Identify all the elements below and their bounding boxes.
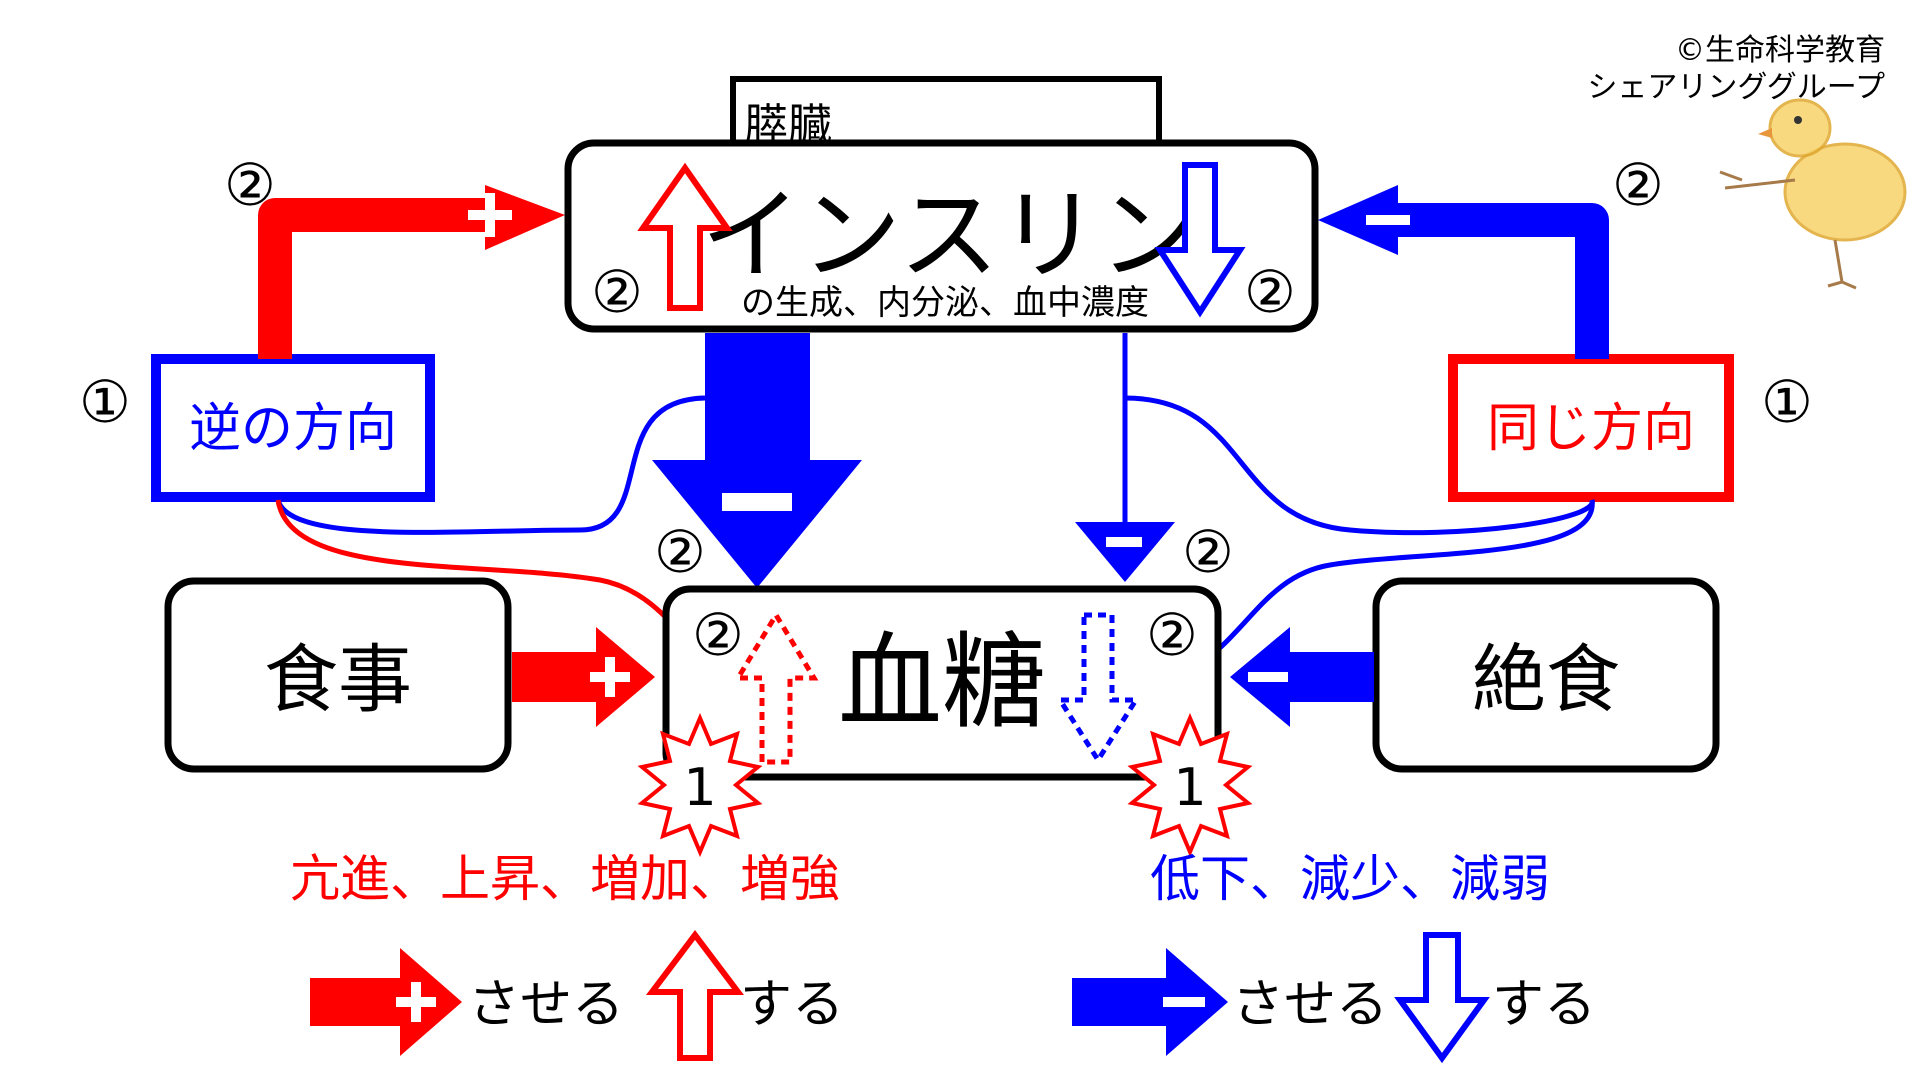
copyright-line-1: ©生命科学教育 [1675, 33, 1885, 68]
increase-terms: 亢進、上昇、増加、増強 [290, 850, 840, 908]
marker-circle-two-insulin-left: ② [591, 258, 643, 326]
meal-box [164, 577, 512, 773]
meal-to-glucose-plus-arrow [512, 652, 596, 702]
left-elbow-plus-arrow [258, 198, 485, 359]
plus-sign-icon [485, 193, 495, 237]
reverse-direction-box [151, 354, 435, 502]
marker-circle-two-top-right: ② [1612, 151, 1664, 219]
meal-label: 食事 [264, 637, 412, 723]
insulin-subtitle: の生成、内分泌、血中濃度 [741, 283, 1149, 323]
fasting-to-glucose-minus-arrow [1290, 652, 1374, 702]
glucose-up-dotted-arrow-icon [733, 610, 819, 765]
same-direction-label: 同じ方向 [1487, 399, 1695, 459]
marker-circle-two-top-left: ② [224, 151, 276, 219]
insulin-down-arrow-icon [1154, 162, 1246, 318]
decrease-terms: 低下、減少、減弱 [1150, 850, 1550, 908]
fasting-box [1372, 577, 1720, 773]
legend-up-label: する [740, 975, 844, 1035]
fasting-label: 絶食 [1472, 637, 1620, 723]
legend-plus-label: させる [468, 975, 624, 1035]
starburst-left-label: 1 [683, 758, 716, 818]
legend-minus-label: させる [1232, 975, 1388, 1035]
legend-down-arrow-icon [1394, 932, 1490, 1064]
chick-illustration [1719, 98, 1907, 290]
insulin-up-arrow-icon [637, 162, 733, 311]
marker-circle-one-right: ① [1761, 368, 1813, 436]
minus-sign-icon [1248, 672, 1288, 682]
legend: させる する させる する [310, 930, 1596, 1064]
minus-sign-icon [722, 493, 792, 511]
insulin-box [564, 139, 1319, 333]
marker-circle-two-arrow-left: ② [654, 518, 706, 586]
insulin-to-glucose-minus-arrow [652, 333, 862, 588]
reverse-direction-label: 逆の方向 [189, 399, 397, 459]
starburst-right-label: 1 [1173, 758, 1206, 818]
legend-down-label: する [1492, 975, 1596, 1035]
legend-minus-arrow [1072, 978, 1176, 1026]
marker-circle-two-arrow-right: ② [1182, 518, 1234, 586]
plus-sign-icon [411, 982, 421, 1022]
reverse-to-insulin-curve [275, 395, 706, 535]
copyright-line-2: シェアリンググループ [1587, 70, 1885, 105]
minus-sign-icon [1106, 537, 1142, 547]
plus-sign-icon [605, 657, 615, 697]
blood-sugar-label: 血糖 [838, 621, 1046, 743]
starburst-marker-left: 1 [637, 712, 763, 858]
legend-up-arrow-icon [645, 930, 745, 1061]
marker-circle-two-glucose-right: ② [1146, 601, 1198, 669]
marker-circle-two-insulin-right: ② [1244, 258, 1296, 326]
minus-sign-icon [1163, 997, 1205, 1007]
right-elbow-minus-arrow [1395, 203, 1609, 359]
minus-sign-icon [1366, 215, 1410, 225]
same-to-insulin-curve [1124, 395, 1595, 536]
marker-circle-two-glucose-left: ② [692, 601, 744, 669]
glucose-down-dotted-arrow-icon [1055, 612, 1141, 765]
same-direction-box [1448, 354, 1734, 502]
insulin-title: インスリン [701, 177, 1199, 294]
marker-circle-one-left: ① [79, 368, 131, 436]
legend-plus-arrow [310, 978, 410, 1026]
starburst-marker-right: 1 [1127, 712, 1253, 858]
